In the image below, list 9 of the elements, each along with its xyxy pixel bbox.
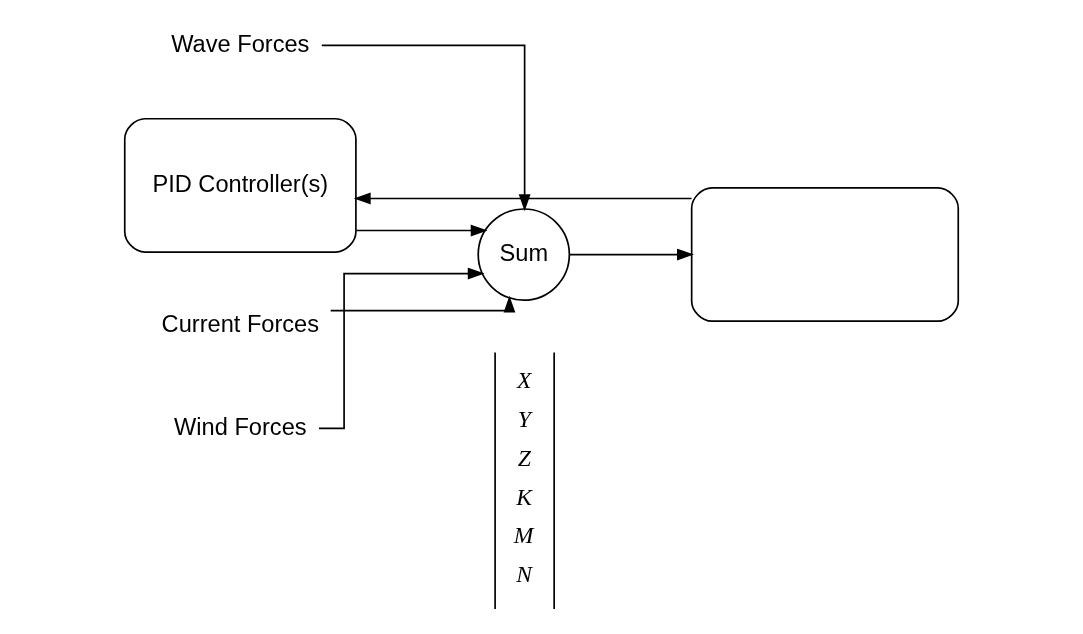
label: Z (517, 444, 532, 471)
node-text: Wave Forces (171, 30, 310, 57)
label: M (513, 522, 534, 549)
label: Y (517, 406, 532, 433)
node-text: Wind Forces (174, 413, 307, 440)
node-text: Current Forces (161, 310, 320, 337)
label: X (517, 367, 532, 394)
label: N (516, 561, 532, 588)
label: K (516, 483, 532, 510)
